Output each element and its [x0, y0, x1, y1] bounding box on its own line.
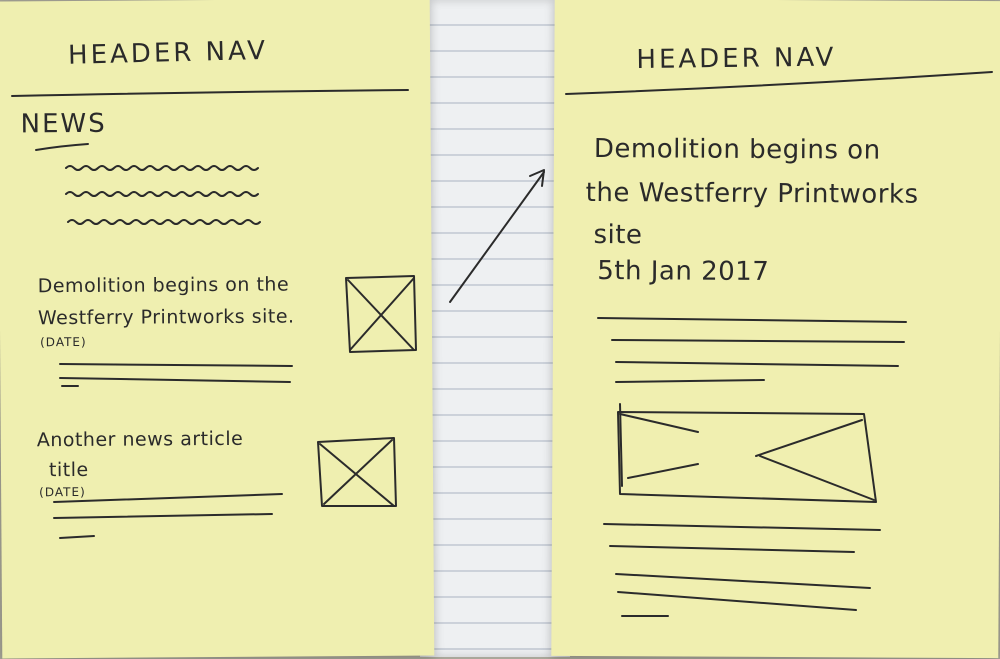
article-1-image-box [345, 275, 417, 353]
lined-paper-background [420, 0, 570, 657]
navigation-arrow [449, 171, 545, 303]
article-1-image-cross [347, 277, 415, 351]
squiggle-line-1 [65, 165, 259, 171]
squiggle-line-2 [65, 191, 259, 197]
news-underline [35, 143, 89, 151]
article-hero-image-box [617, 411, 877, 503]
right-header-underline [565, 71, 993, 95]
article-hero-image-cross [619, 413, 875, 501]
article-2-image-box [317, 437, 397, 507]
header-underline [11, 89, 409, 97]
article-2-image-cross [319, 439, 395, 507]
squiggle-line-3 [67, 219, 261, 225]
arrow-head [529, 169, 545, 187]
